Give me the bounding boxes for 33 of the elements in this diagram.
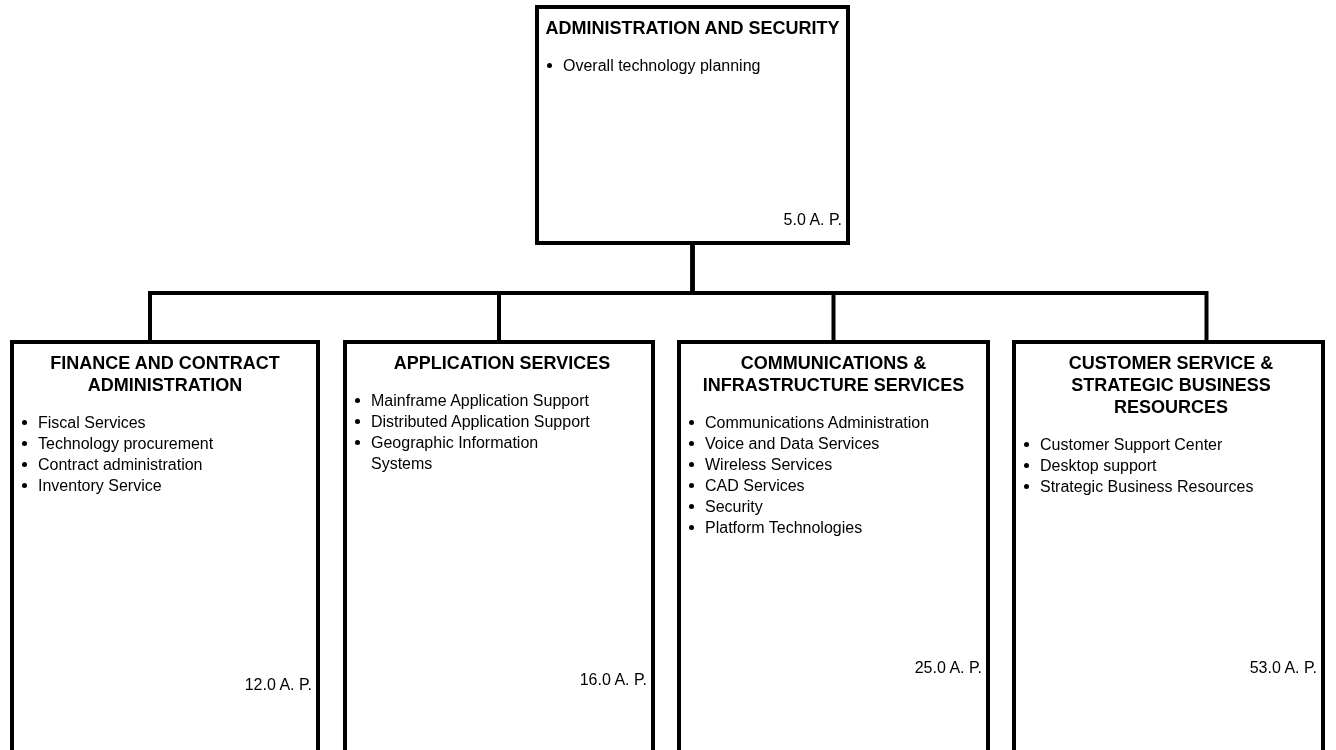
- connector-line: [690, 245, 1209, 340]
- staffing-note: 25.0 A. P.: [914, 658, 982, 678]
- bullet-text: Fiscal Services: [38, 413, 146, 433]
- staffing-note: 5.0 A. P.: [783, 210, 842, 230]
- org-unit-box: [535, 5, 850, 245]
- unit-heading: CUSTOMER SERVICE & STRATEGIC BUSINESS RESOURCES: [1067, 352, 1275, 418]
- bullet-text: Customer Support Center: [1040, 435, 1223, 455]
- unit-heading: APPLICATION SERVICES: [392, 352, 612, 374]
- staffing-note: 16.0 A. P.: [579, 670, 647, 690]
- org-unit-box: [10, 340, 320, 750]
- bullet-text: Overall technology planning: [563, 56, 761, 76]
- bullet-text: Wireless Services: [705, 455, 833, 475]
- staffing-note: 12.0 A. P.: [244, 675, 312, 695]
- bullet-text: Desktop support: [1040, 456, 1157, 476]
- bullet-text: Technology procurement: [38, 434, 214, 454]
- unit-heading: COMMUNICATIONS & INFRASTRUCTURE SERVICES: [701, 352, 966, 396]
- bullet-text: Security: [705, 497, 763, 517]
- unit-heading: FINANCE AND CONTRACT ADMINISTRATION: [49, 352, 281, 396]
- org-unit-box: [677, 340, 990, 750]
- unit-heading: ADMINISTRATION AND SECURITY: [544, 17, 841, 39]
- bullet-text: Communications Administration: [705, 413, 930, 433]
- bullet-text: Contract administration: [38, 455, 203, 475]
- bullet-text: Strategic Business Resources: [1040, 477, 1254, 497]
- bullet-text: Mainframe Application Support: [371, 391, 589, 411]
- bullet-text: Platform Technologies: [705, 518, 863, 538]
- org-unit-box: [1012, 340, 1325, 750]
- org-unit-box: [343, 340, 655, 750]
- bullet-text: CAD Services: [705, 476, 805, 496]
- bullet-text: Inventory Service: [38, 476, 162, 496]
- bullet-text: Distributed Application Support: [371, 412, 590, 432]
- bullet-text: Geographic Information Systems: [371, 433, 540, 474]
- staffing-note: 53.0 A. P.: [1249, 658, 1317, 678]
- bullet-text: Voice and Data Services: [705, 434, 880, 454]
